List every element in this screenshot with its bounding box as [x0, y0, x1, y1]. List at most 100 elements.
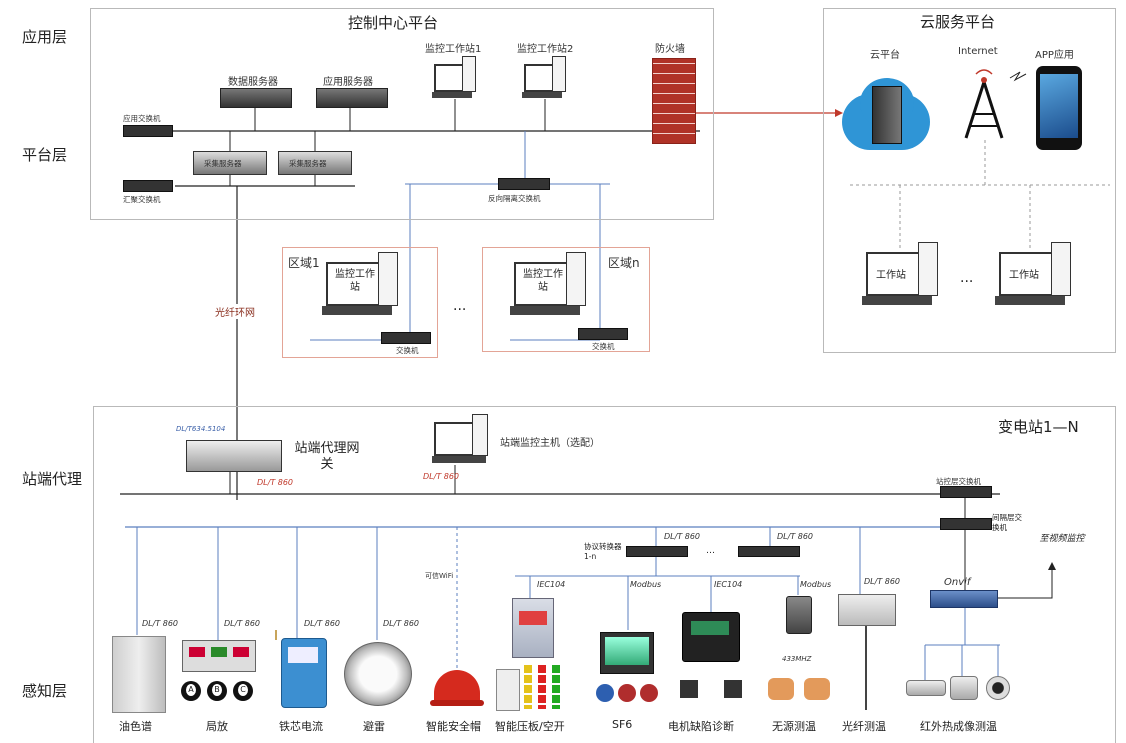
sensor-arrester: 避雷	[363, 720, 385, 733]
agent-gateway-icon[interactable]	[186, 440, 282, 472]
converter-1-dlt860-label: DL/T 860	[664, 532, 701, 541]
collect-server-2-icon[interactable]: 采集服务器	[278, 151, 352, 175]
cloud-workstation-2-icon[interactable]: 工作站	[995, 242, 1075, 308]
monitor-host-icon[interactable]	[432, 414, 494, 466]
sensor-2-proto: DL/T 860	[224, 619, 261, 628]
cloud-icon[interactable]	[842, 72, 932, 156]
layer-station-agent: 站端代理	[22, 470, 83, 488]
partial-discharge-icon[interactable]	[182, 640, 256, 672]
pressure-plate-icon[interactable]	[512, 598, 554, 658]
motor-modules-icon[interactable]	[680, 680, 742, 700]
fiber-ring-label: 光纤环网	[215, 304, 255, 319]
app-switch-icon[interactable]	[123, 125, 173, 137]
pd-sensor-a-label: A	[186, 684, 196, 696]
app-server-icon[interactable]	[316, 88, 388, 108]
passive-sensors-icon[interactable]	[768, 678, 832, 704]
bay-switch-label: 间隔层交换机	[992, 513, 1022, 532]
control-center-panel	[90, 8, 714, 220]
freq-433-label: 433MHZ	[782, 655, 812, 663]
host-dlt860-label: DL/T 860	[423, 472, 460, 481]
sensor-oil-chromatography: 油色谱	[119, 720, 152, 733]
onvif-label: Onvif	[944, 577, 971, 588]
workstation-1-label: 监控工作站1	[425, 44, 482, 55]
workstation-1-icon[interactable]	[432, 56, 476, 100]
video-link-label: 至视频监控	[1039, 534, 1085, 544]
converter-label: 协议转换器1-n	[584, 542, 622, 561]
layer-application: 应用层	[22, 28, 68, 46]
converter-2-icon[interactable]	[738, 546, 800, 557]
cloud-title: 云服务平台	[920, 13, 996, 31]
core-current-icon[interactable]	[281, 638, 327, 708]
region-n-label: 区域n	[608, 256, 640, 270]
firewall-label: 防火墙	[655, 44, 685, 55]
aggregation-switch-label: 汇聚交换机	[123, 195, 161, 204]
app-switch-label: 应用交换机	[123, 114, 161, 123]
region-n-workstation-icon[interactable]: 监控工作站	[510, 252, 590, 318]
region-n-switch-icon[interactable]	[578, 328, 628, 340]
workstation-2-icon[interactable]	[522, 56, 566, 100]
sensor-partial-discharge: 局放	[206, 720, 228, 733]
pd-sensor-c-label: C	[238, 684, 248, 696]
sensor-core-current: 铁芯电流	[279, 720, 323, 733]
control-center-title: 控制中心平台	[348, 14, 439, 32]
pd-sensor-b-icon[interactable]: B	[207, 681, 227, 701]
modbus-2-label: Modbus	[800, 580, 832, 589]
region-1-switch-label: 交换机	[396, 346, 419, 355]
sensor-infrared-imaging: 红外热成像测温	[920, 720, 997, 733]
gateway-dlt860-label: DL/T 860	[257, 478, 294, 487]
firewall-icon[interactable]	[652, 58, 696, 144]
region-1-label: 区域1	[288, 256, 320, 270]
ir-camera-1-icon[interactable]	[906, 680, 946, 696]
substation-title: 变电站1—N	[998, 418, 1079, 436]
safety-helmet-icon[interactable]	[430, 670, 484, 710]
cloud-workstation-2-label: 工作站	[1009, 270, 1039, 281]
region-1-workstation-icon[interactable]: 监控工作站	[322, 252, 402, 318]
collect-server-1-icon[interactable]: 采集服务器	[193, 151, 267, 175]
sf6-monitor-icon[interactable]	[600, 632, 654, 674]
pd-sensor-a-icon[interactable]: A	[181, 681, 201, 701]
sensor-3-proto: DL/T 860	[304, 619, 341, 628]
sensor-safety-helmet: 智能安全帽	[426, 720, 481, 733]
region-n-workstation-label: 监控工作站	[523, 269, 563, 293]
sensor-4-proto: DL/T 860	[383, 619, 420, 628]
workstation-2-label: 监控工作站2	[517, 44, 574, 55]
monitor-host-label: 站端监控主机（选配）	[500, 438, 600, 449]
app-server-label: 应用服务器	[323, 77, 373, 88]
reverse-isolation-switch-label: 反向隔离交换机	[488, 194, 541, 203]
sf6-gauges-icon[interactable]	[596, 684, 658, 704]
collect-server-2-label: 采集服务器	[289, 159, 327, 168]
station-switch-icon[interactable]	[940, 486, 992, 498]
cloud-platform-panel	[823, 8, 1116, 353]
motor-diagnosis-icon[interactable]	[682, 612, 740, 662]
antenna-icon[interactable]	[962, 68, 1006, 140]
phone-icon[interactable]	[1036, 66, 1082, 150]
pd-sensor-c-icon[interactable]: C	[233, 681, 253, 701]
layer-perception: 感知层	[22, 682, 68, 700]
data-server-label: 数据服务器	[228, 77, 278, 88]
pd-sensor-b-label: B	[212, 684, 222, 696]
oil-chromatography-icon[interactable]	[112, 636, 166, 713]
bay-switch-icon[interactable]	[940, 518, 992, 530]
cloud-workstation-1-icon[interactable]: 工作站	[862, 242, 942, 308]
iec104-2-label: IEC104	[714, 580, 743, 589]
internet-label: Internet	[958, 46, 998, 57]
arrester-icon[interactable]	[344, 642, 412, 706]
station-switch-label: 站控层交换机	[936, 477, 981, 486]
sensor-passive-temp: 无源测温	[772, 720, 816, 733]
data-server-icon[interactable]	[220, 88, 292, 108]
ir-camera-3-icon[interactable]	[986, 676, 1010, 700]
ir-camera-2-icon[interactable]	[950, 676, 978, 700]
breaker-icon[interactable]	[496, 665, 574, 711]
cloud-platform-label: 云平台	[870, 50, 900, 61]
regions-ellipsis: ···	[453, 302, 467, 318]
wireless-receiver-icon[interactable]	[786, 596, 812, 634]
app-label: APP应用	[1035, 50, 1074, 61]
nvr-icon[interactable]	[930, 590, 998, 608]
modbus-1-label: Modbus	[630, 580, 662, 589]
region-1-workstation-label: 监控工作站	[335, 269, 375, 293]
region-1-switch-icon[interactable]	[381, 332, 431, 344]
fiber-temp-unit-icon[interactable]	[838, 594, 896, 626]
aggregation-switch-icon[interactable]	[123, 180, 173, 192]
converter-1-icon[interactable]	[626, 546, 688, 557]
reverse-isolation-switch-icon[interactable]	[498, 178, 550, 190]
